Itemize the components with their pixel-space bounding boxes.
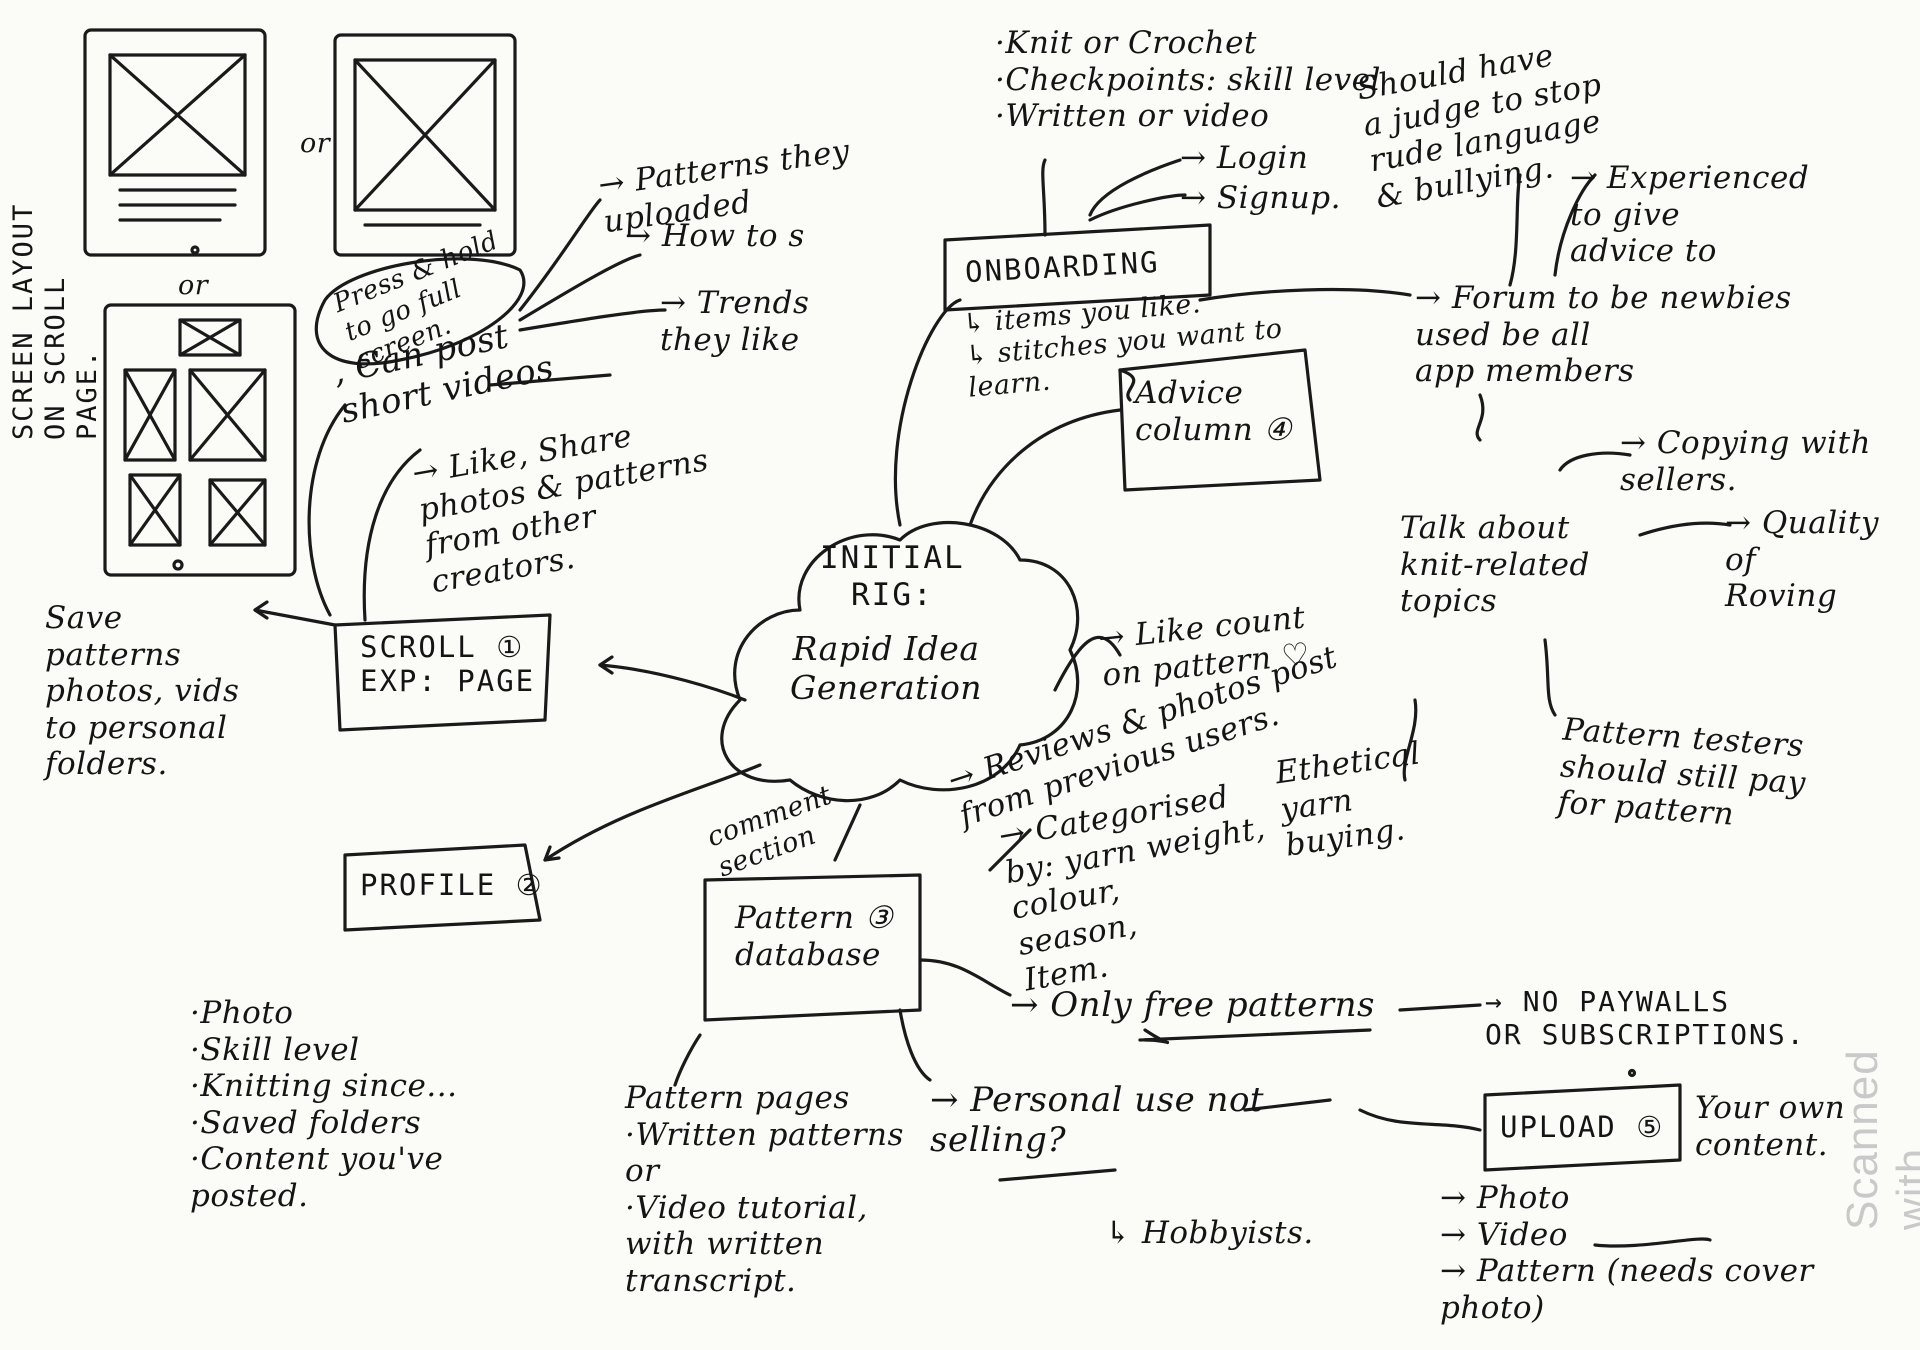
- talk-about-note: Talk about knit-related topics: [1400, 510, 1590, 620]
- pattern-pages-note: Pattern pages ·Written patterns or ·Vide…: [625, 1080, 904, 1299]
- scanner-watermark: Scanned with CamScanner: [1838, 1049, 1920, 1230]
- personal-use-note: → Personal use not selling?: [930, 1080, 1265, 1161]
- ethical-note: Ethetical yarn buying.: [1273, 735, 1423, 864]
- scroll-page-label: SCROLL ① EXP: PAGE: [360, 630, 536, 699]
- onboarding-top-items: ·Knit or Crochet ·Checkpoints: skill lev…: [995, 25, 1381, 135]
- center-subtitle: Rapid Idea Generation: [790, 629, 983, 707]
- profile-label: PROFILE ②: [360, 868, 544, 902]
- screen-layout-label: SCREEN LAYOUT ON SCROLL PAGE.: [8, 202, 103, 440]
- signup-note: → Signup.: [1180, 180, 1341, 216]
- or-label-2: or: [178, 270, 209, 301]
- how-tos-note: → How to s: [625, 218, 805, 254]
- pattern-db-box: [703, 873, 922, 1022]
- advice-column-label: Advice column ④: [1135, 375, 1292, 448]
- onboarding-box: [943, 223, 1212, 312]
- scroll-page-box: [333, 613, 552, 732]
- quality-note: → Quality of Roving: [1725, 505, 1879, 615]
- phone-wireframe-2: [333, 33, 517, 257]
- only-free-note: → Only free patterns: [1010, 985, 1375, 1025]
- upload-label: UPLOAD ⑤: [1500, 1110, 1665, 1144]
- hobbyists-note: ↳ Hobbyists.: [1105, 1215, 1314, 1251]
- pattern-testers-note: Pattern testers should still pay for pat…: [1556, 711, 1807, 833]
- upload-items: → Photo → Video → Pattern (needs cover p…: [1440, 1180, 1814, 1326]
- save-patterns-note: Save patterns photos, vids to personal f…: [45, 600, 240, 783]
- experienced-note: → Experienced to give advice to: [1570, 160, 1810, 270]
- profile-items: ·Photo ·Skill level ·Knitting since... ·…: [190, 995, 458, 1214]
- center-cloud: [720, 520, 1080, 803]
- phone-wireframe-3: [103, 303, 297, 577]
- phone-wireframe-1: [83, 28, 267, 257]
- pattern-db-label: Pattern ③ database: [735, 900, 894, 973]
- trends-note: → Trends they like: [660, 285, 810, 358]
- copying-note: → Copying with sellers.: [1620, 425, 1872, 498]
- no-paywalls-note: → NO PAYWALLS OR SUBSCRIPTIONS.: [1485, 985, 1806, 1052]
- upload-box: [1483, 1083, 1682, 1172]
- or-label-1: or: [300, 128, 331, 159]
- advice-box: [1118, 348, 1322, 492]
- login-note: → Login: [1180, 140, 1309, 176]
- profile-box: [343, 843, 542, 932]
- center-title: INITIAL RIG:: [820, 540, 965, 613]
- forum-note: → Forum to be newbies used be all app me…: [1415, 280, 1792, 390]
- your-own-content-note: Your own content.: [1695, 1090, 1846, 1163]
